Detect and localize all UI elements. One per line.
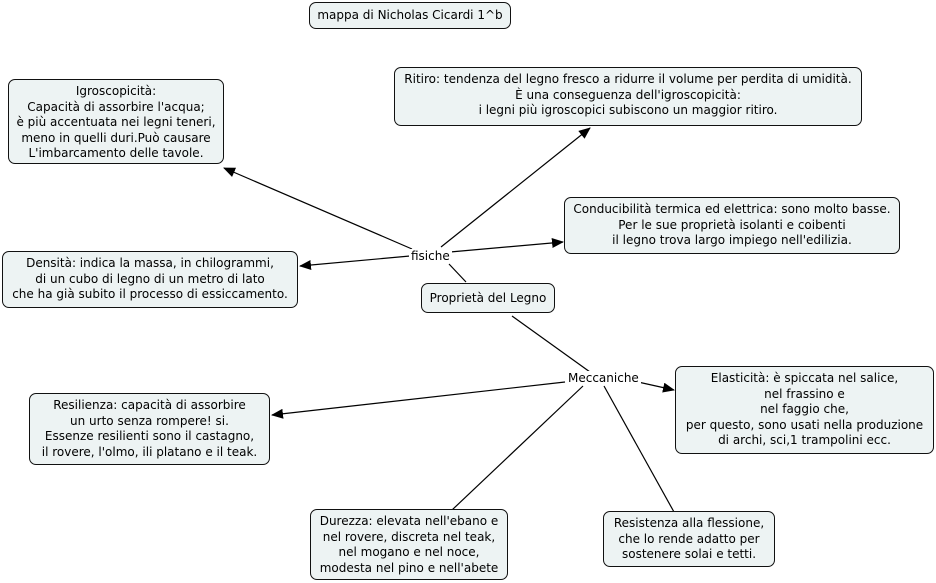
link-meccaniche-durezza — [451, 385, 584, 511]
conducibilita-line-2: Per le sue proprietà isolanti e coibenti — [618, 217, 846, 232]
conducibilita-line-3: il legno trova largo impiego nell'ediliz… — [612, 233, 852, 247]
concept-resilienza[interactable]: Resilienza: capacità di assorbire un urt… — [29, 393, 270, 465]
link-root-meccaniche — [511, 315, 591, 373]
concept-densita[interactable]: Densità: indica la massa, in chilogrammi… — [2, 251, 298, 308]
arrow-fisiche-ritiro — [440, 127, 591, 248]
elasticita-line-1: Elasticità: è spiccata nel salice, — [710, 371, 899, 385]
resistenza-line-1: Resistenza alla flessione, — [613, 516, 765, 530]
densita-line-1: Densità: indica la massa, in chilogrammi… — [26, 256, 274, 270]
conducibilita-line-1: Conducibilità termica ed elettrica: sono… — [573, 202, 891, 216]
resistenza-line-3: sostenere solai e tetti. — [621, 547, 757, 561]
igroscopicita-line-2: Capacità di assorbire l'acqua; — [27, 99, 205, 114]
map-title: mappa di Nicholas Cicardi 1^b — [309, 2, 511, 29]
root-concept-node[interactable]: Proprietà del Legno — [421, 283, 555, 313]
durezza-line-3: nel mogano e nel noce, — [338, 545, 480, 559]
arrow-fisiche-conducibilita — [449, 237, 564, 253]
arrow-fisiche-igroscopicita — [223, 167, 413, 250]
concept-elasticita[interactable]: Elasticità: è spiccata nel salice, nel f… — [675, 366, 934, 454]
durezza-line-1: Durezza: elevata nell'ebano e — [319, 514, 499, 528]
link-root-fisiche — [448, 263, 467, 283]
igroscopicita-line-4: meno in quelli duri.Può causare — [21, 130, 211, 145]
link-meccaniche-resistenza — [603, 385, 675, 513]
densita-line-3: che ha già subito il processo di essicca… — [12, 287, 288, 301]
ritiro-line-2: È una conseguenza dell'igroscopicità: — [515, 87, 741, 102]
igroscopicita-line-3: è più accentuata nei legni teneri, — [16, 115, 216, 129]
densita-line-2: di un cubo di legno di un metro di lato — [35, 271, 265, 286]
resilienza-line-3: Essenze resilienti sono il castagno, — [44, 429, 255, 443]
concept-igroscopicita[interactable]: Igroscopicità: Capacità di assorbire l'a… — [8, 79, 224, 164]
arrow-meccaniche-resilienza — [271, 381, 566, 419]
link-label-fisiche: fisiche — [409, 249, 452, 263]
link-label-meccaniche: Meccaniche — [566, 371, 641, 385]
map-title-text: mappa di Nicholas Cicardi 1^b — [317, 8, 503, 22]
resilienza-line-1: Resilienza: capacità di assorbire — [53, 398, 246, 412]
resilienza-line-2: un urto senza rompere! si. — [70, 413, 229, 428]
igroscopicita-line-5: L'imbarcamento delle tavole. — [28, 146, 204, 160]
elasticita-line-2: nel frassino e — [764, 386, 845, 401]
elasticita-line-3: nel faggio che, — [760, 402, 849, 416]
concept-durezza[interactable]: Durezza: elevata nell'ebano e nel rovere… — [310, 509, 508, 580]
root-concept-text: Proprietà del Legno — [429, 291, 547, 305]
ritiro-line-1: Ritiro: tendenza del legno fresco a ridu… — [404, 72, 852, 86]
arrow-meccaniche-elasticita — [637, 381, 675, 393]
ritiro-line-3: i legni più igroscopici subiscono un mag… — [478, 103, 778, 117]
igroscopicita-line-1: Igroscopicità: — [75, 84, 157, 98]
arrow-fisiche-densita — [299, 255, 411, 270]
concept-ritiro[interactable]: Ritiro: tendenza del legno fresco a ridu… — [394, 67, 862, 126]
elasticita-line-4: per questo, sono usati nella produzione — [685, 417, 924, 432]
resistenza-line-2: che lo rende adatto per — [618, 531, 760, 546]
concept-resistenza[interactable]: Resistenza alla flessione, che lo rende … — [603, 511, 775, 567]
resilienza-line-4: il rovere, l'olmo, ili platano e il teak… — [41, 444, 258, 459]
concept-conducibilita[interactable]: Conducibilità termica ed elettrica: sono… — [564, 197, 900, 254]
durezza-line-4: modesta nel pino e nell'abete — [319, 560, 499, 575]
elasticita-line-5: di archi, sci,1 trampolini ecc. — [718, 433, 891, 447]
durezza-line-2: nel rovere, discreta nel teak, — [322, 529, 496, 544]
